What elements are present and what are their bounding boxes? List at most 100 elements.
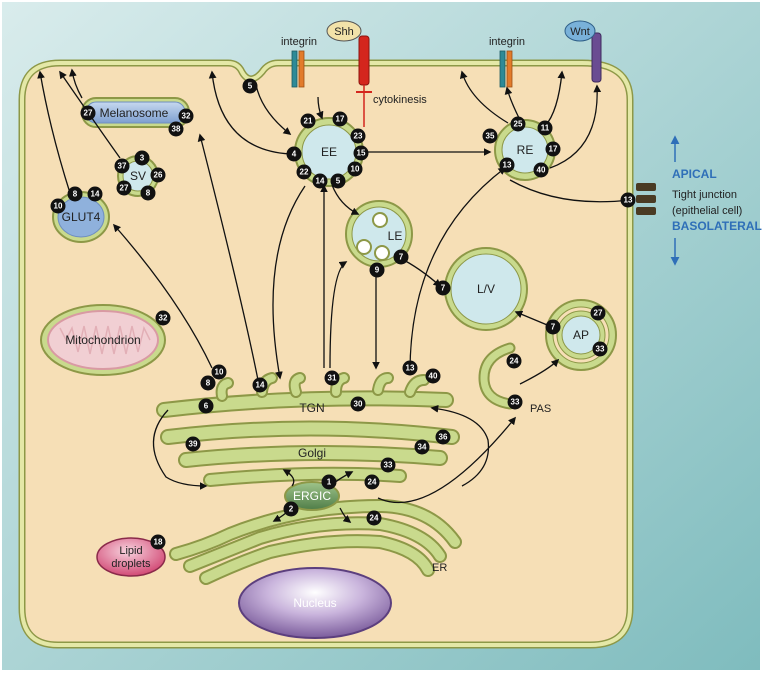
svg-text:14: 14 xyxy=(91,190,100,199)
ap-label: AP xyxy=(573,328,589,342)
svg-text:8: 8 xyxy=(206,379,211,388)
svg-text:14: 14 xyxy=(316,177,325,186)
badge: 24 xyxy=(366,510,382,526)
shh-ligand xyxy=(326,20,362,42)
integrin-left-label: integrin xyxy=(281,36,317,48)
glut4-label: GLUT4 xyxy=(62,210,101,224)
badge: 39 xyxy=(185,436,201,452)
badge: 1 xyxy=(321,474,337,490)
re-label: RE xyxy=(517,143,534,157)
sv-label: SV xyxy=(130,169,146,183)
svg-text:10: 10 xyxy=(351,165,360,174)
lysosome-vacuole xyxy=(444,247,528,331)
svg-text:37: 37 xyxy=(118,162,127,171)
svg-text:31: 31 xyxy=(328,374,337,383)
svg-text:7: 7 xyxy=(441,284,446,293)
svg-text:21: 21 xyxy=(304,117,313,126)
badge: 4 xyxy=(286,146,302,162)
tight-junction-label: Tight junction xyxy=(672,189,737,201)
badge: 15 xyxy=(353,145,369,161)
svg-text:27: 27 xyxy=(120,184,129,193)
svg-text:34: 34 xyxy=(418,443,427,452)
svg-text:27: 27 xyxy=(84,109,93,118)
badge: 13 xyxy=(499,157,515,173)
svg-text:17: 17 xyxy=(549,145,558,154)
svg-text:5: 5 xyxy=(248,82,253,91)
tight-junction xyxy=(636,183,656,215)
badge: 27 xyxy=(116,180,132,196)
svg-text:18: 18 xyxy=(154,538,163,547)
badge: 6 xyxy=(198,398,214,414)
integrin-right-label: integrin xyxy=(489,36,525,48)
badge: 35 xyxy=(482,128,498,144)
wnt-receptor xyxy=(591,32,602,83)
badge: 9 xyxy=(369,262,385,278)
badge: 34 xyxy=(414,439,430,455)
badge: 10 xyxy=(347,161,363,177)
badge: 7 xyxy=(545,319,561,335)
apical-label: APICAL xyxy=(672,167,717,181)
lipid-label-line1: Lipid xyxy=(119,545,142,557)
integrin-left xyxy=(291,50,305,88)
badge: 13 xyxy=(402,360,418,376)
badge: 10 xyxy=(50,198,66,214)
svg-text:32: 32 xyxy=(182,112,191,121)
endoplasmic-reticulum xyxy=(169,498,462,585)
badge: 40 xyxy=(425,368,441,384)
er-label: ER xyxy=(432,562,447,574)
epithelial-cell-label: (epithelial cell) xyxy=(672,205,742,217)
number-badges: 27 32 38 3 37 26 27 8 8 14 10 21 17 23 4… xyxy=(50,78,636,550)
svg-text:25: 25 xyxy=(514,120,523,129)
badge: 24 xyxy=(364,474,380,490)
mitochondrion-label: Mitochondrion xyxy=(65,333,140,347)
ee-label: EE xyxy=(321,145,337,159)
badge: 26 xyxy=(150,167,166,183)
le-label: LE xyxy=(388,229,403,243)
svg-text:35: 35 xyxy=(486,132,495,141)
svg-text:30: 30 xyxy=(354,400,363,409)
svg-text:10: 10 xyxy=(215,368,224,377)
ergic xyxy=(284,481,340,511)
svg-text:8: 8 xyxy=(73,190,78,199)
badge: 18 xyxy=(150,534,166,550)
badge: 38 xyxy=(168,121,184,137)
badge: 11 xyxy=(537,120,553,136)
shh-receptor xyxy=(356,35,372,127)
badge: 21 xyxy=(300,113,316,129)
badge: 3 xyxy=(134,150,150,166)
svg-text:7: 7 xyxy=(551,323,556,332)
svg-text:23: 23 xyxy=(354,132,363,141)
svg-text:11: 11 xyxy=(541,124,550,133)
svg-text:1: 1 xyxy=(327,478,332,487)
ergic-label: ERGIC xyxy=(293,489,331,503)
badge: 2 xyxy=(283,501,299,517)
svg-text:4: 4 xyxy=(292,150,297,159)
badge: 37 xyxy=(114,158,130,174)
golgi-label: Golgi xyxy=(298,446,326,460)
badge: 30 xyxy=(350,396,366,412)
svg-text:8: 8 xyxy=(146,189,151,198)
late-endosome xyxy=(345,200,413,268)
badge: 7 xyxy=(435,280,451,296)
lipid-label-line2: droplets xyxy=(111,558,151,570)
badge: 31 xyxy=(324,370,340,386)
badge: 33 xyxy=(380,457,396,473)
basolateral-label: BASOLATERAL xyxy=(672,219,762,233)
badge: 17 xyxy=(332,111,348,127)
mitochondrion xyxy=(40,304,166,376)
badge: 27 xyxy=(590,305,606,321)
nucleus-label: Nucleus xyxy=(293,596,336,610)
svg-text:6: 6 xyxy=(204,402,209,411)
svg-text:40: 40 xyxy=(429,372,438,381)
pas-label: PAS xyxy=(530,403,551,415)
glut4 xyxy=(52,191,110,243)
melanosome-label: Melanosome xyxy=(100,106,169,120)
wnt-label: Wnt xyxy=(570,26,590,38)
badge: 36 xyxy=(435,429,451,445)
badge: 27 xyxy=(80,105,96,121)
svg-text:26: 26 xyxy=(154,171,163,180)
svg-text:15: 15 xyxy=(357,149,366,158)
lv-label: L/V xyxy=(477,282,495,296)
